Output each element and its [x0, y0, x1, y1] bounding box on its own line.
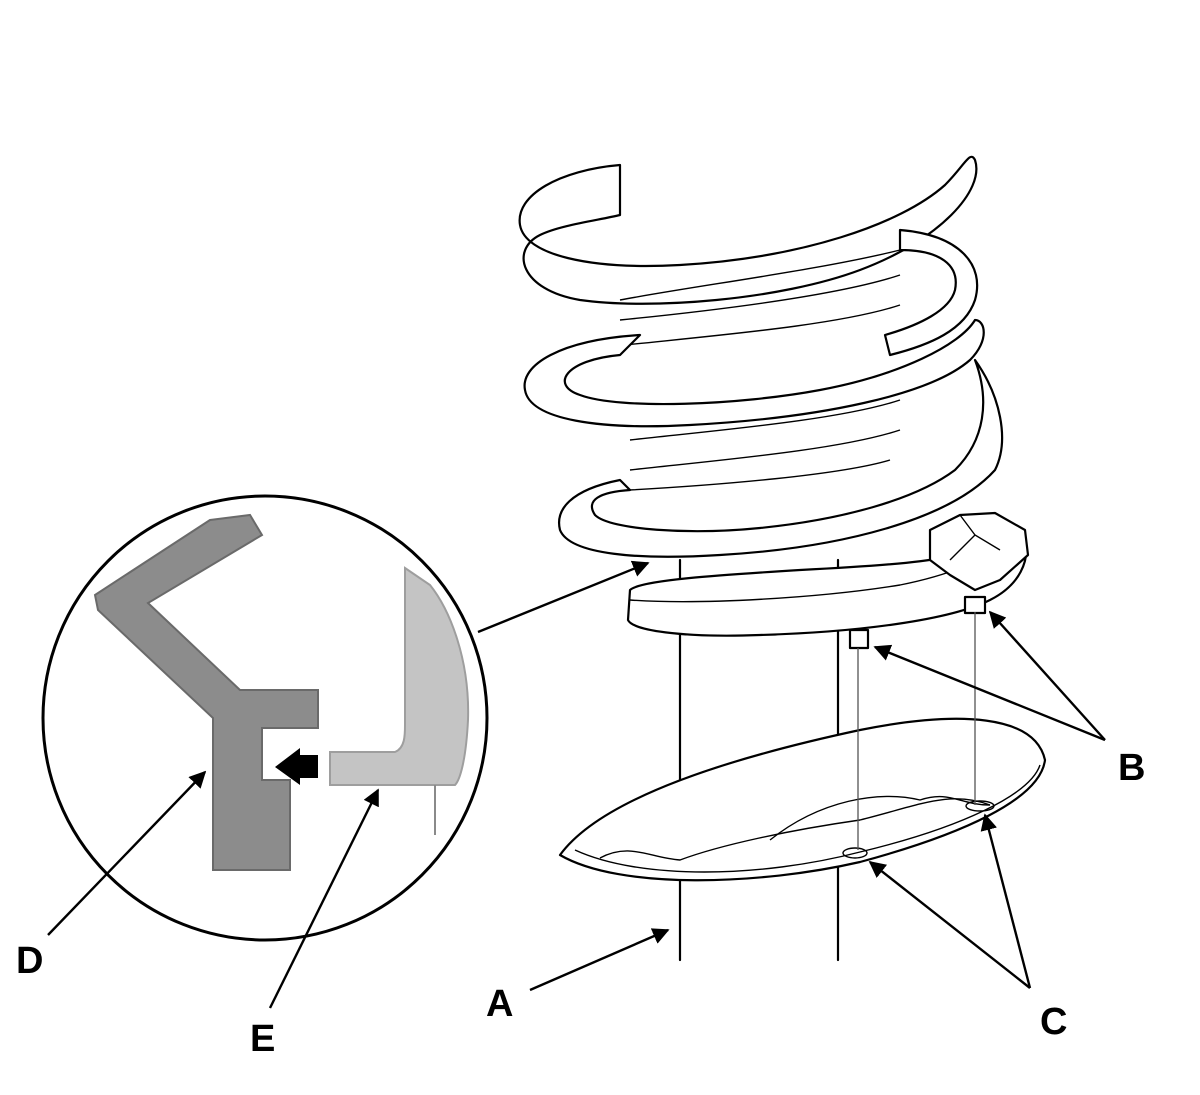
lower-spring-seat	[558, 717, 1047, 882]
label-a: A	[486, 983, 513, 1025]
label-d: D	[16, 940, 43, 982]
label-e: E	[250, 1018, 275, 1060]
push-arrow-icon	[275, 748, 318, 785]
detail-connector-arrow	[477, 560, 650, 634]
label-c: C	[1040, 1001, 1067, 1043]
callout-leaders	[47, 610, 1106, 1009]
part-d-profile	[93, 513, 319, 871]
detail-inset	[41, 494, 489, 942]
coil-spring	[518, 155, 1030, 650]
part-e-profile	[329, 566, 470, 786]
alignment-guides	[857, 612, 976, 850]
label-b: B	[1118, 747, 1145, 789]
